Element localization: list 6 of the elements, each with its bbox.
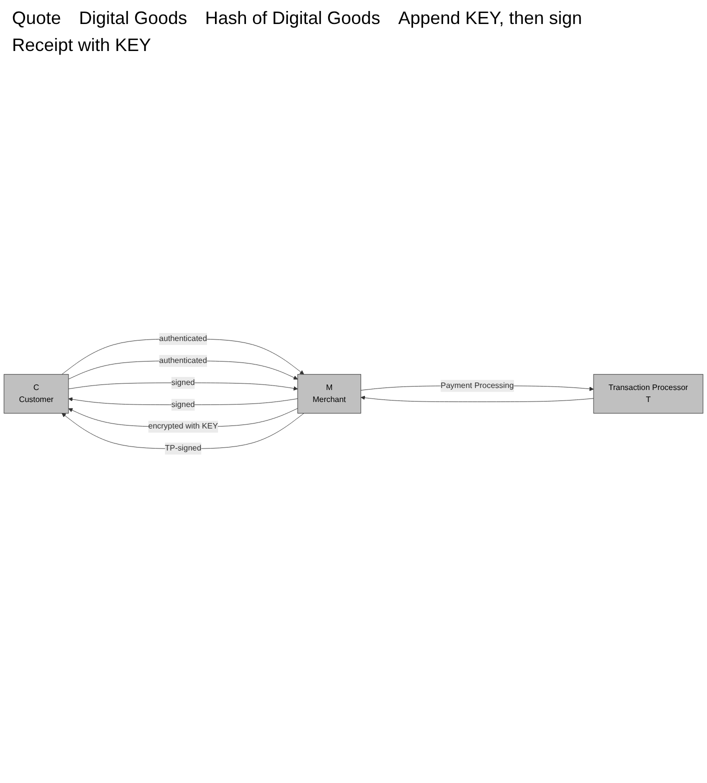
arrow bbox=[68, 382, 298, 391]
note-text: Receipt with KEY bbox=[12, 35, 152, 56]
note-text: Digital Goods bbox=[79, 8, 188, 29]
note-text: Append KEY, then sign bbox=[398, 8, 582, 29]
note-text: Quote bbox=[12, 8, 62, 29]
note-text: Hash of Digital Goods bbox=[205, 8, 380, 29]
